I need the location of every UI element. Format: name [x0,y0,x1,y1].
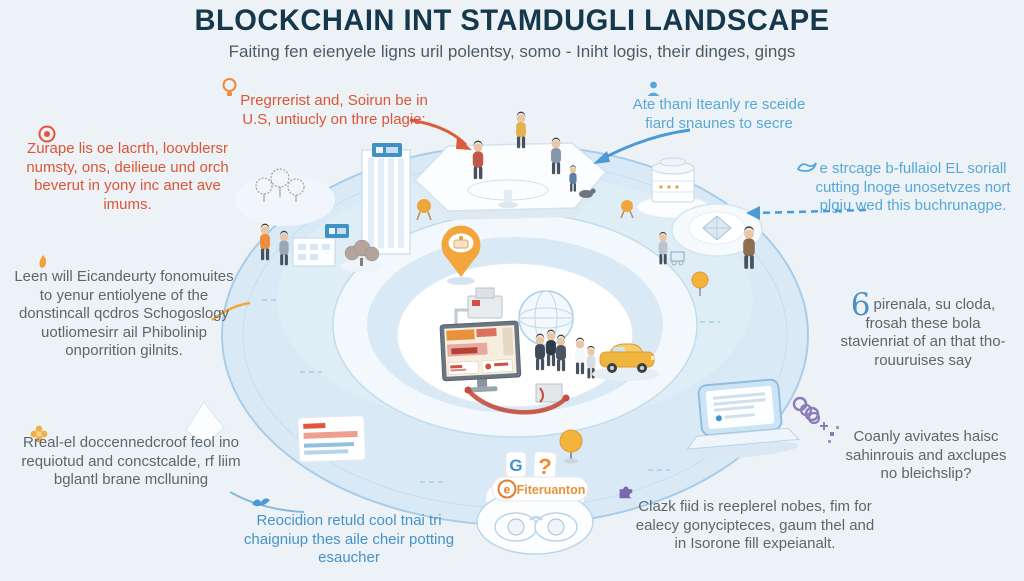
callout-right-upper: e strcage b-fullaiol EL soriall cutting … [796,160,1014,216]
diamond-pad [671,203,763,257]
g-mark: G [509,456,522,475]
callout-text: Coanly avivates haisc sahinrouis and axc… [845,428,1007,483]
blue-arrow-top [593,128,691,164]
callout-text: Clazk fiid is reeplerel nobes, fim for e… [635,498,875,553]
callout-bottom-left: Rreal-el doccennedcroof feol ino requiot… [15,425,247,490]
seal-icon [37,124,57,144]
callout-bottom-center-right: Clazk fiid is reeplerel nobes, fim for e… [619,486,882,554]
chain-icon [798,402,822,426]
callout-text: Zurape lis oe lacrth, loovblersr numsty,… [26,140,229,213]
meeting-platform [413,111,608,220]
cart-figure [658,231,685,266]
yellow-lamp [559,429,583,464]
swan-icon [796,158,818,174]
laptop [686,378,801,459]
flame-icon [36,254,50,270]
question-chip: ? [532,451,558,480]
callout-bottom-center-left: Reocidion retuld cool tnai tri chaigniup… [242,498,456,568]
page-subtitle: Faiting fen eienyele ligns uril polentsy… [228,42,796,61]
callout-text: Leen will Eicandeurty fonomuites to yenu… [14,268,234,360]
dashboard-monitor [439,320,522,393]
blue-dashed-arrow [746,206,867,220]
grove [235,168,335,226]
flower-icon [29,424,49,444]
orange-swoosh [211,301,251,321]
question-mark: ? [537,454,552,480]
callout-text: Rreal-el doccennedcroof feol ino requiot… [21,434,241,489]
callout-right-lower: Coanly avivates haisc sahinrouis and axc… [799,403,1014,484]
puzzle-icon [616,482,636,502]
g-chip: G [505,451,527,478]
blue-swoosh [229,491,305,513]
badge-logo: e [504,483,511,497]
callout-top-left: Zurape lis oe lacrth, loovblersr numsty,… [25,125,230,214]
badge-label: Fiteruanton [517,483,586,497]
ball-lamps [416,199,709,296]
callout-text: Pregrrerist and, Soirun be in U.S, untiu… [240,92,428,128]
callout-body: pirenala, su cloda, frosah these bola st… [840,296,1006,369]
small-building [292,224,349,267]
header: BLOCKCHAIN INT STAMDUGLI LANDSCAPE Faiti… [0,4,1024,62]
callout-text: e strcage b-fullaiol EL soriall cutting … [815,160,1011,215]
taxi-car [592,343,660,381]
callout-top-center: Pregrrerist and, Soirun be in U.S, untiu… [222,78,433,129]
red-arrow [409,118,472,150]
crystal [185,401,225,447]
bird-icon [250,494,272,512]
callout-text: Ate thani Iteanly re sceide fiard snaune… [632,96,806,132]
mini-card [297,415,366,463]
office-building [361,143,411,255]
person-icon [646,80,661,98]
red-pipeline [464,386,570,415]
shrub [340,239,384,272]
callout-mid-left: Leen will Eicandeurty fonomuites to yenu… [10,255,238,361]
callout-top-right: Ate thani Iteanly re sceide fiard snaune… [618,81,820,133]
balloon-icon [221,78,238,98]
page-title: BLOCKCHAIN INT STAMDUGLI LANDSCAPE [194,4,830,37]
callout-text: Reocidion retuld cool tnai tri chaigniup… [243,512,455,567]
map-pin [441,225,481,285]
lead-numeral: 6 [850,287,871,323]
brand-badge: e Fiteruanton [491,476,589,502]
lab-machines [454,287,563,403]
